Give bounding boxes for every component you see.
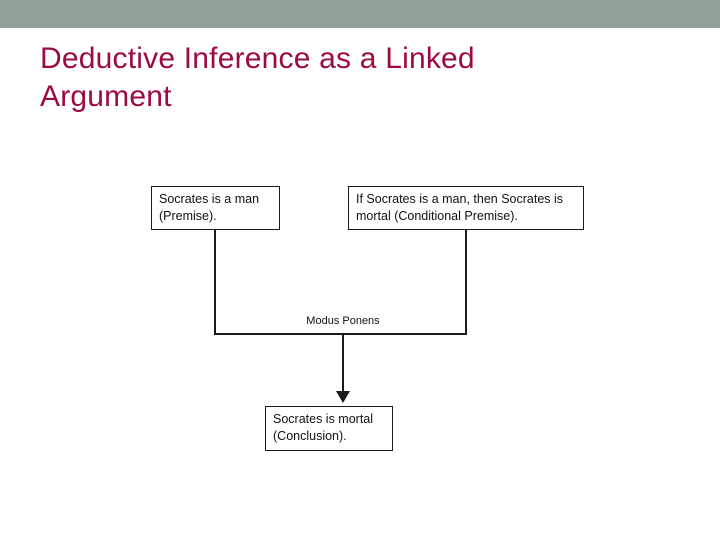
diagram-node-premise-conditional: If Socrates is a man, then Socrates is m…: [348, 186, 584, 230]
top-decorative-band: [0, 0, 720, 28]
connector-line-right-vertical: [465, 229, 467, 335]
arrowhead-icon: [336, 391, 350, 403]
page-title: Deductive Inference as a Linked Argument: [40, 42, 475, 113]
connector-line-horizontal-link-bar: [214, 333, 467, 335]
inference-rule-label: Modus Ponens: [306, 315, 380, 327]
connector-line-left-vertical: [214, 229, 216, 335]
diagram-node-premise-major: Socrates is a man (Premise).: [151, 186, 280, 230]
connector-arrow-stem: [342, 335, 344, 393]
diagram-node-conclusion: Socrates is mortal (Conclusion).: [265, 406, 393, 451]
